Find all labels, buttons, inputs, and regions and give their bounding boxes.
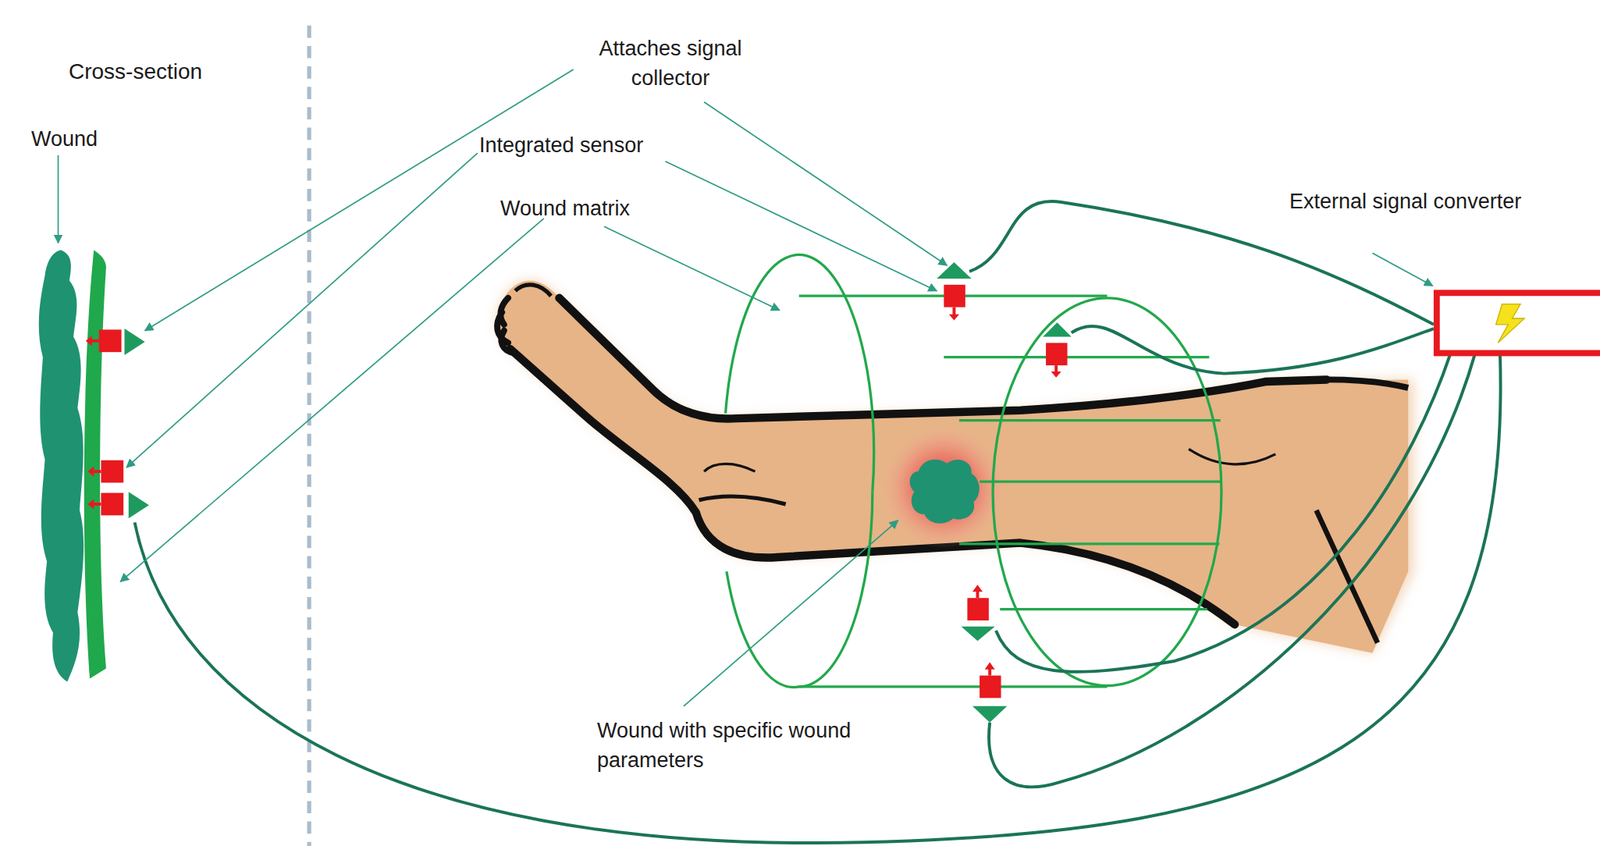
leader-line xyxy=(58,69,1433,707)
part-label: Wound matrix xyxy=(500,194,630,224)
leg-wound xyxy=(910,459,980,524)
cross-section-sensors xyxy=(85,328,150,519)
wound-inflammation xyxy=(882,426,1006,550)
wound-tissue xyxy=(39,249,84,682)
part-label: External signal converter xyxy=(1289,187,1522,217)
divider-line xyxy=(307,25,312,846)
lightning-symbol xyxy=(1496,304,1526,344)
signal-converter-box xyxy=(1436,292,1600,353)
wound-matrix-cylinder xyxy=(725,254,1222,687)
part-label: Integrated sensor xyxy=(479,131,644,161)
matrix-sensors xyxy=(936,262,1072,723)
part-label: Wound with specific wound parameters xyxy=(597,716,910,776)
signal-wire xyxy=(135,201,1501,843)
part-label: Wound xyxy=(31,124,98,155)
leg-illustration xyxy=(497,280,1414,654)
part-label: Attaches signal collector xyxy=(568,34,773,94)
section-heading: Cross-section xyxy=(68,56,203,87)
